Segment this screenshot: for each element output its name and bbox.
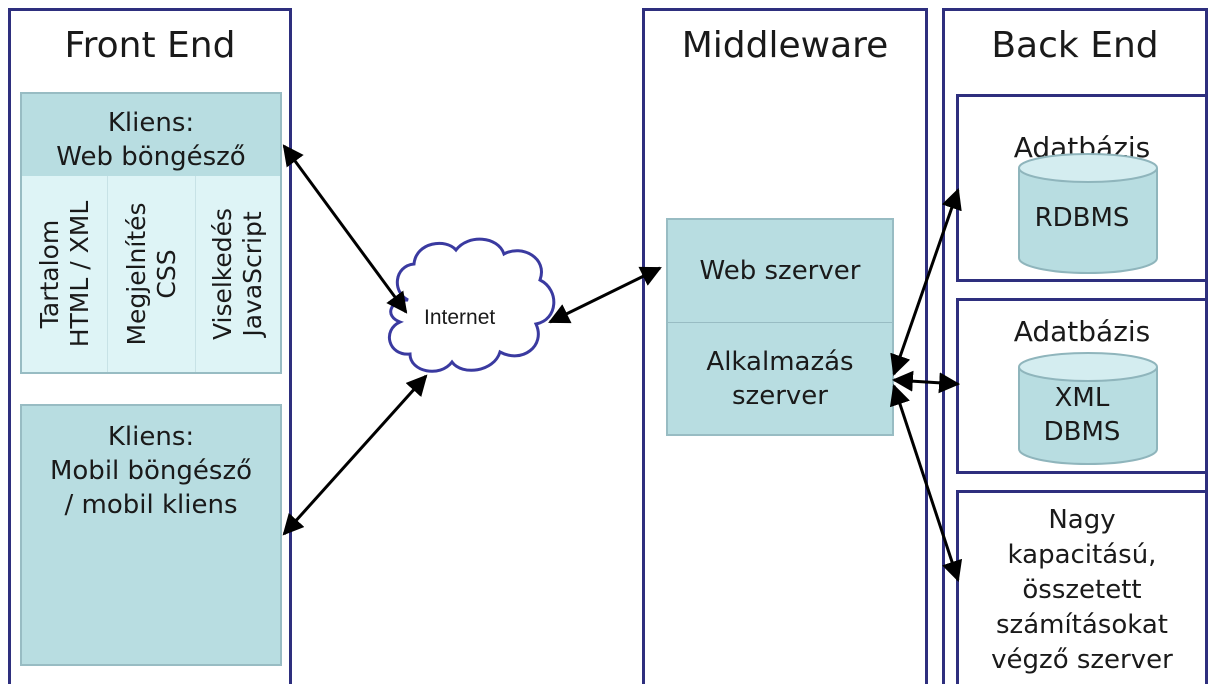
layer-content: Tartalom HTML / XML xyxy=(22,176,108,372)
mobile-client-line1: Kliens: xyxy=(107,422,195,452)
arrow-app-server-compute xyxy=(889,384,963,582)
web-client-label-line1: Kliens: xyxy=(107,108,195,138)
web-server-label: Web szerver xyxy=(699,256,861,286)
web-client-label-line2: Web böngésző xyxy=(56,142,246,172)
compute-line1: Nagy xyxy=(1048,505,1116,535)
mobile-client-line3: / mobil kliens xyxy=(64,490,238,520)
xml-label-line1: XML xyxy=(1054,383,1110,413)
rdbms-cylinder-icon xyxy=(1018,153,1158,274)
web-server: Web szerver xyxy=(666,218,894,324)
mobile-client: Kliens: Mobil böngésző / mobil kliens xyxy=(20,404,282,666)
app-server-line2: szerver xyxy=(732,380,828,411)
mobile-client-line2: Mobil böngésző xyxy=(49,456,253,486)
front-end-title: Front End xyxy=(64,25,236,66)
arrow-mobile-client-internet xyxy=(282,374,428,536)
middleware-title: Middleware xyxy=(681,25,889,66)
database-xml: Adatbázis XML DBMS xyxy=(956,298,1208,474)
internet-cloud-icon xyxy=(388,237,556,373)
back-end-title: Back End xyxy=(991,25,1159,66)
db2-title: Adatbázis xyxy=(1013,315,1151,348)
database-rdbms: Adatbázis RDBMS xyxy=(956,94,1208,282)
layer-presentation: Megjelnítés CSS xyxy=(108,176,196,372)
compute-line4: számításokat xyxy=(996,610,1168,640)
arrow-internet-web-server xyxy=(548,266,662,324)
app-server-line1: Alkalmazás xyxy=(706,346,854,377)
xml-label-line2: DBMS xyxy=(1043,417,1121,447)
arrow-app-server-xml xyxy=(891,370,961,394)
layer-behavior: Viselkedés JavaScript xyxy=(196,176,280,372)
arrow-web-client-internet xyxy=(282,144,408,314)
xml-dbms-cylinder-icon xyxy=(1018,352,1158,465)
compute-line3: összetett xyxy=(1022,575,1142,605)
application-server: Alkalmazás szerver xyxy=(666,322,894,436)
rdbms-label: RDBMS xyxy=(1034,203,1130,233)
compute-server: Nagy kapacitású, összetett számításokat … xyxy=(956,490,1208,684)
arrow-app-server-rdbms xyxy=(890,188,962,376)
compute-line5: végző szerver xyxy=(991,645,1173,675)
compute-line2: kapacitású, xyxy=(1007,540,1157,570)
internet-label: Internet xyxy=(424,306,496,329)
